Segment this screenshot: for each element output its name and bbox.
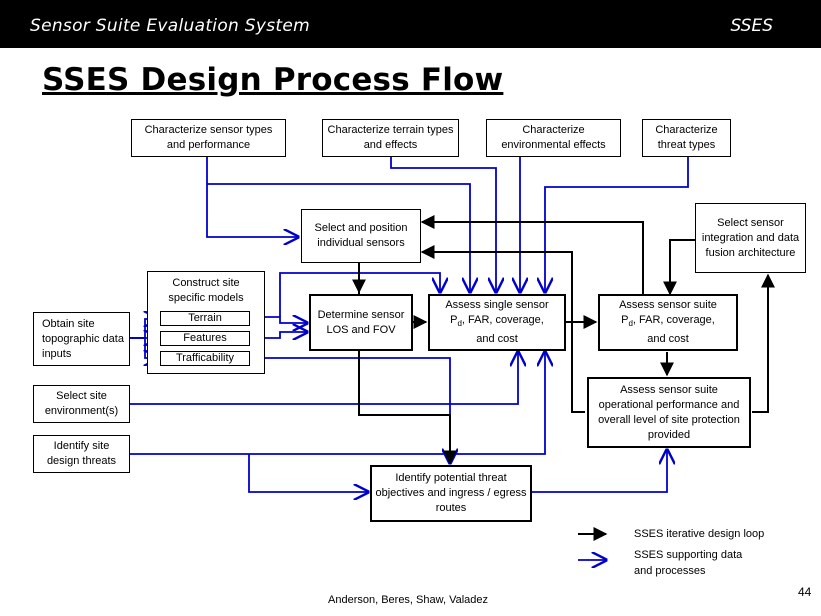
assess-single-box: Assess single sensor Pd, FAR, coverage, …	[428, 294, 566, 351]
legend-blue-label-line2: and processes	[634, 565, 706, 577]
link-char-threat	[545, 157, 689, 292]
identify-threats-box: Identify site design threats	[33, 435, 130, 473]
char-env-box: Characterize environmental effects	[486, 119, 621, 157]
loop-integration-to-suite	[663, 239, 695, 296]
char-threat-box: Characterize threat types	[642, 119, 731, 157]
link-identify-operational	[532, 450, 667, 493]
select-env-box: Select site environment(s)	[33, 385, 130, 423]
link-env-assess	[130, 352, 518, 405]
select-position-box: Select and position individual sensors	[301, 209, 421, 263]
header-right-title: SSES	[730, 16, 773, 36]
assess-suite-line3: and cost	[647, 332, 689, 345]
assess-suite-line1: Assess sensor suite	[619, 299, 717, 312]
char-terrain-box: Characterize terrain types and effects	[322, 119, 459, 157]
header-left-title: Sensor Suite Evaluation System	[30, 16, 310, 36]
obtain-site-box: Obtain site topographic data inputs	[33, 312, 130, 366]
legend-blue-label-line1: SSES supporting data	[634, 549, 743, 561]
link-features-los	[250, 332, 307, 338]
assess-single-pd-sub: d	[457, 319, 462, 329]
select-integration-box: Select sensor integration and data fusio…	[695, 203, 806, 273]
link-char-sensor-to-assess	[207, 183, 470, 292]
loop-select-to-identify	[358, 263, 457, 465]
page-number: 44	[798, 585, 812, 599]
link-threats-assess	[130, 352, 545, 455]
terrain-box: Terrain	[160, 311, 250, 326]
assess-suite-pd-sub: d	[628, 319, 633, 329]
link-threats-identify	[248, 454, 368, 492]
identify-potential-box: Identify potential threat objectives and…	[370, 465, 532, 522]
char-sensor-box: Characterize sensor types and performanc…	[131, 119, 286, 157]
trafficability-box: Trafficability	[160, 351, 250, 366]
link-terrain-los	[250, 317, 307, 323]
loop-suite-to-select	[420, 215, 644, 294]
assess-suite-box: Assess sensor suite Pd, FAR, coverage, a…	[598, 294, 738, 351]
legend-black-label: SSES iterative design loop	[634, 528, 765, 540]
header-bar: Sensor Suite Evaluation System SSES	[0, 0, 821, 48]
construct-models-label: Construct site specific models	[168, 277, 244, 304]
assess-operational-box: Assess sensor suite operational performa…	[587, 377, 751, 448]
link-char-sensor-to-select	[206, 157, 298, 237]
loop-operational-to-integration	[752, 273, 775, 413]
determine-los-box: Determine sensor LOS and FOV	[309, 294, 413, 351]
link-traffic-identify	[250, 357, 450, 463]
assess-suite-pd: P	[621, 314, 629, 327]
loop-operational-to-select	[420, 245, 585, 413]
assess-single-line1: Assess single sensor	[445, 299, 549, 312]
assess-suite-line2: Pd, FAR, coverage,	[621, 313, 715, 331]
assess-single-line3: and cost	[476, 332, 518, 345]
page-title: SSES Design Process Flow	[42, 62, 504, 98]
assess-single-line2: Pd, FAR, coverage,	[450, 313, 544, 331]
assess-single-pd: P	[450, 314, 458, 327]
link-char-terrain	[390, 157, 496, 292]
assess-single-line2-rest: , FAR, coverage,	[461, 314, 544, 327]
features-box: Features	[160, 331, 250, 346]
assess-suite-line2-rest: , FAR, coverage,	[632, 314, 715, 327]
footer-authors: Anderson, Beres, Shaw, Valadez	[328, 594, 489, 606]
